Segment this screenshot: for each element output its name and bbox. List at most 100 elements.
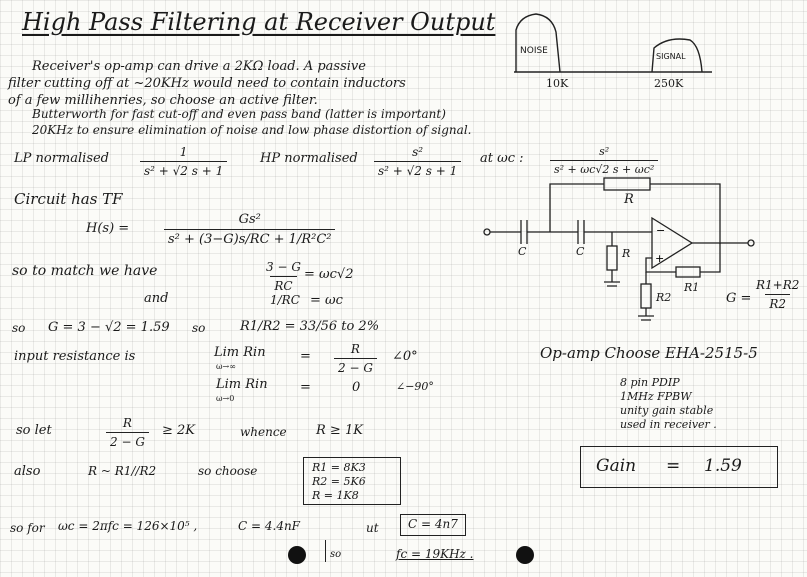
match-eq1-rhs: = ωc√2 xyxy=(304,267,354,282)
let-whence: whence xyxy=(240,425,287,439)
final-fc: fc = 19KHz . xyxy=(396,547,474,561)
match-eq2-rhs: = ωc xyxy=(310,293,343,308)
lim-zero-sub: ω→0 xyxy=(216,394,235,403)
fc-bracket xyxy=(325,540,472,562)
lim-inf-eq: = xyxy=(300,349,311,364)
lp-den: s² + √2 s + 1 xyxy=(140,161,228,178)
tick-250k: 250K xyxy=(654,77,684,90)
lim-inf-sub: ω→∞ xyxy=(216,362,236,371)
also-so-choose: so choose xyxy=(198,464,258,478)
gain-result-eq: = xyxy=(666,456,681,476)
output-node xyxy=(747,239,755,247)
let-so-let: so let xyxy=(16,423,52,438)
match-eq1-fraction: 3 − G RC xyxy=(262,260,305,293)
intro-line-1: Receiver's op-amp can drive a 2KΩ load. … xyxy=(32,59,366,74)
at-wc-label: at ωc : xyxy=(480,151,524,166)
gain-result-label: Gain xyxy=(596,456,637,476)
hp-den: s² + √2 s + 1 xyxy=(374,161,462,178)
opamp-spec-3: unity gain stable xyxy=(620,404,714,417)
resistor-choice-box xyxy=(303,457,401,505)
label-r2: R2 xyxy=(656,291,672,304)
signal-label: SIGNAL xyxy=(656,52,686,61)
label-r1: R1 xyxy=(684,281,700,294)
lim-zero: Lim Rin xyxy=(216,377,268,392)
let-result: R ≥ 1K xyxy=(316,423,363,438)
input-node xyxy=(483,228,491,236)
gain-result-value: 1.59 xyxy=(704,456,742,476)
wc-fraction: s² s² + ωc√2 s + ωc² xyxy=(550,145,659,176)
noise-label: NOISE xyxy=(520,46,548,56)
gain-eq-den: R2 xyxy=(765,294,791,311)
hp-normalised-label: HP normalised xyxy=(260,151,358,166)
signal-hump xyxy=(651,38,703,73)
opamp-spec-4: used in receiver . xyxy=(620,418,717,431)
match-eq1-den: RC xyxy=(270,276,297,293)
gain-equation-fraction: R1+R2 R2 xyxy=(752,278,803,311)
opamp-heading: Op-amp Choose EHA-2515-5 xyxy=(540,344,758,362)
hp-normalised-fraction: s² s² + √2 s + 1 xyxy=(374,145,462,178)
label-c1: C xyxy=(518,245,527,258)
hs-den: s² + (3−G)s/RC + 1/R²C² xyxy=(164,229,336,247)
gain-eq-num: R1+R2 xyxy=(756,278,800,292)
match-and: and xyxy=(144,291,169,306)
opamp-spec-1: 8 pin PDIP xyxy=(620,376,680,389)
final-wc-expr: ωc = 2πfc = 126×10⁵ , xyxy=(58,519,198,533)
capacitor-choice-box xyxy=(400,514,466,536)
resistor-r2 xyxy=(640,283,652,309)
resistor-r-shunt xyxy=(606,245,618,271)
noise-hump xyxy=(515,13,561,73)
input-resistance-label: input resistance is xyxy=(14,349,136,364)
hs-fraction: Gs² s² + (3−G)s/RC + 1/R²C² xyxy=(164,212,336,247)
choice-r: R = 1K8 xyxy=(312,489,359,502)
final-c-choice: C = 4n7 xyxy=(408,517,458,531)
intro-line-3: of a few millihenries, so choose an acti… xyxy=(8,93,318,108)
intro-line-2: filter cutting off at ~20KHz would need … xyxy=(8,76,406,91)
also-label: also xyxy=(14,464,41,479)
lp-normalised-label: LP normalised xyxy=(14,151,110,166)
choice-r1: R1 = 8K3 xyxy=(312,461,366,474)
capacitor-2 xyxy=(577,220,585,244)
let-fraction: R 2 − G xyxy=(106,416,149,449)
op-amp xyxy=(651,216,694,270)
match-intro: so to match we have xyxy=(12,263,158,279)
lp-normalised-fraction: 1 s² + √2 s + 1 xyxy=(140,145,228,178)
resistor-r1 xyxy=(675,266,701,278)
match-eq2-lhs: 1/RC xyxy=(270,293,300,307)
label-c2: C xyxy=(576,245,585,258)
lim-inf-angle: ∠0° xyxy=(392,349,418,364)
gain-equation-label: G = xyxy=(726,291,752,306)
gain-result-box xyxy=(580,446,778,488)
binder-hole-left xyxy=(288,546,306,564)
let-den: 2 − G xyxy=(106,432,149,449)
label-r-shunt: R xyxy=(622,247,631,260)
hs-num: Gs² xyxy=(238,212,261,227)
lim-inf-den: 2 − G xyxy=(334,358,377,375)
wc-num: s² xyxy=(599,145,610,158)
lim-inf-num: R xyxy=(350,342,360,356)
capacitor-1 xyxy=(520,220,528,244)
final-so-for: so for xyxy=(10,521,45,535)
match-eq1-num: 3 − G xyxy=(266,260,301,274)
resistor-r-top xyxy=(603,177,651,191)
opamp-spec-2: 1MHz FPBW xyxy=(620,390,692,403)
intro-line-5: 20KHz to ensure elimination of noise and… xyxy=(32,123,472,137)
also-relation: R ~ R1//R2 xyxy=(88,464,157,478)
wc-den: s² + ωc√2 s + ωc² xyxy=(550,160,659,176)
lim-zero-angle: ∠−90° xyxy=(396,380,434,393)
minus-sign: − xyxy=(656,224,665,237)
gain-line-expr: G = 3 − √2 = 1.59 xyxy=(48,320,170,335)
intro-line-4: Butterworth for fast cut-off and even pa… xyxy=(32,107,446,121)
lim-zero-value: 0 xyxy=(352,380,361,395)
hs-label: H(s) = xyxy=(86,221,130,236)
page-title: High Pass Filtering at Receiver Output xyxy=(22,8,496,36)
choice-r2: R2 = 5K6 xyxy=(312,475,366,488)
let-num: R xyxy=(122,416,132,430)
lim-inf-fraction: R 2 − G xyxy=(334,342,377,375)
label-r-top: R xyxy=(624,192,634,207)
gain-line-so2: so xyxy=(192,321,206,335)
plus-sign: + xyxy=(655,252,664,265)
final-ut: ut xyxy=(366,521,379,535)
binder-hole-right xyxy=(516,546,534,564)
